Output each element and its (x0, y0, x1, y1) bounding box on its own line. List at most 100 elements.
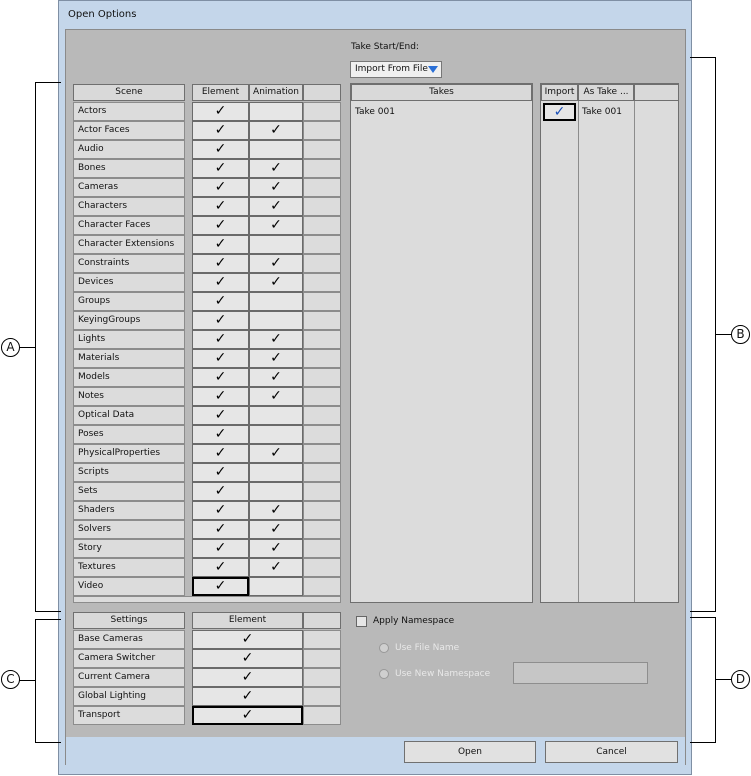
take-import-panel (540, 83, 679, 603)
element-checkbox[interactable]: ✓ (192, 406, 249, 425)
element-checkbox[interactable]: ✓ (192, 159, 249, 178)
element-checkbox[interactable]: ✓ (192, 102, 249, 121)
element-checkbox[interactable]: ✓ (192, 368, 249, 387)
callout-line-a (18, 347, 36, 348)
settings-element-checkbox[interactable]: ✓ (192, 630, 303, 649)
element-checkbox[interactable]: ✓ (192, 311, 249, 330)
settings-extra-cell (303, 706, 341, 725)
animation-checkbox[interactable]: ✓ (249, 178, 303, 197)
element-checkbox[interactable]: ✓ (192, 292, 249, 311)
element-checkbox[interactable]: ✓ (192, 482, 249, 501)
animation-checkbox[interactable] (249, 102, 303, 121)
scene-extra-cell (303, 444, 341, 463)
animation-checkbox[interactable]: ✓ (249, 387, 303, 406)
callout-label-a: A (1, 338, 20, 357)
animation-checkbox[interactable] (249, 235, 303, 254)
element-checkbox[interactable]: ✓ (192, 387, 249, 406)
animation-checkbox[interactable]: ✓ (249, 558, 303, 577)
animation-checkbox[interactable]: ✓ (249, 216, 303, 235)
element-checkbox[interactable]: ✓ (192, 140, 249, 159)
animation-checkbox[interactable]: ✓ (249, 159, 303, 178)
scene-row-label: Characters (73, 197, 185, 216)
settings-element-checkbox[interactable]: ✓ (192, 687, 303, 706)
animation-checkbox[interactable] (249, 482, 303, 501)
animation-checkbox[interactable] (249, 292, 303, 311)
scene-row-label: Shaders (73, 501, 185, 520)
take-extra-column-header (634, 84, 679, 101)
element-checkbox[interactable]: ✓ (192, 330, 249, 349)
element-checkbox[interactable]: ✓ (192, 425, 249, 444)
settings-extra-cell (303, 630, 341, 649)
scene-extra-cell (303, 520, 341, 539)
animation-checkbox[interactable]: ✓ (249, 254, 303, 273)
callout-line-d (715, 679, 733, 680)
scene-extra-cell (303, 577, 341, 596)
scene-extra-cell (303, 463, 341, 482)
settings-element-checkbox[interactable]: ✓ (192, 668, 303, 687)
animation-checkbox[interactable] (249, 463, 303, 482)
as-take-column-header: As Take ... (578, 84, 634, 101)
window-title: Open Options (68, 9, 137, 20)
scene-extra-cell (303, 159, 341, 178)
element-checkbox[interactable]: ✓ (192, 520, 249, 539)
use-file-name-radio[interactable] (379, 643, 389, 653)
take-row-name[interactable]: Take 001 (355, 107, 395, 117)
element-checkbox[interactable]: ✓ (192, 273, 249, 292)
element-checkbox[interactable]: ✓ (192, 216, 249, 235)
animation-checkbox[interactable] (249, 406, 303, 425)
animation-checkbox[interactable] (249, 140, 303, 159)
animation-checkbox[interactable]: ✓ (249, 121, 303, 140)
scene-row-label: Optical Data (73, 406, 185, 425)
element-checkbox[interactable]: ✓ (192, 197, 249, 216)
cancel-button[interactable]: Cancel (545, 741, 678, 763)
animation-checkbox[interactable]: ✓ (249, 520, 303, 539)
animation-checkbox[interactable]: ✓ (249, 330, 303, 349)
element-checkbox[interactable]: ✓ (192, 577, 249, 596)
element-checkbox[interactable]: ✓ (192, 539, 249, 558)
animation-checkbox[interactable]: ✓ (249, 539, 303, 558)
scene-row-label: Groups (73, 292, 185, 311)
element-checkbox[interactable]: ✓ (192, 178, 249, 197)
namespace-input[interactable] (513, 662, 648, 684)
dropdown-value: Import From File (355, 64, 428, 74)
element-checkbox[interactable]: ✓ (192, 501, 249, 520)
animation-checkbox[interactable] (249, 577, 303, 596)
scene-row-label: Actor Faces (73, 121, 185, 140)
animation-checkbox[interactable]: ✓ (249, 349, 303, 368)
apply-namespace-checkbox[interactable] (356, 616, 367, 627)
element-checkbox[interactable]: ✓ (192, 254, 249, 273)
scene-extra-cell (303, 273, 341, 292)
callout-label-b: B (731, 325, 750, 344)
settings-extra-cell (303, 668, 341, 687)
animation-checkbox[interactable]: ✓ (249, 501, 303, 520)
animation-checkbox[interactable]: ✓ (249, 368, 303, 387)
settings-element-checkbox[interactable]: ✓ (192, 649, 303, 668)
use-new-namespace-radio[interactable] (379, 669, 389, 679)
settings-row-label: Base Cameras (73, 630, 185, 649)
take-import-checkbox[interactable]: ✓ (543, 103, 576, 121)
element-checkbox[interactable]: ✓ (192, 349, 249, 368)
take-start-end-dropdown[interactable]: Import From File (350, 61, 442, 78)
element-checkbox[interactable]: ✓ (192, 463, 249, 482)
take-start-end-label: Take Start/End: (351, 42, 419, 52)
animation-checkbox[interactable] (249, 425, 303, 444)
element-checkbox[interactable]: ✓ (192, 558, 249, 577)
callout-bracket-b (690, 57, 716, 612)
element-checkbox[interactable]: ✓ (192, 121, 249, 140)
animation-checkbox[interactable]: ✓ (249, 197, 303, 216)
animation-checkbox[interactable]: ✓ (249, 273, 303, 292)
animation-checkbox[interactable] (249, 311, 303, 330)
scene-row-label: KeyingGroups (73, 311, 185, 330)
settings-extra-column-header (303, 612, 341, 629)
element-checkbox[interactable]: ✓ (192, 235, 249, 254)
settings-element-checkbox[interactable]: ✓ (192, 706, 303, 725)
takes-column-header: Takes (351, 84, 532, 101)
element-checkbox[interactable]: ✓ (192, 444, 249, 463)
animation-checkbox[interactable]: ✓ (249, 444, 303, 463)
scene-row-label: Devices (73, 273, 185, 292)
take-as-take-value[interactable]: Take 001 (582, 107, 622, 117)
scene-row-label: Models (73, 368, 185, 387)
scene-row-label: Poses (73, 425, 185, 444)
open-button[interactable]: Open (404, 741, 536, 763)
apply-namespace-label: Apply Namespace (373, 616, 455, 626)
